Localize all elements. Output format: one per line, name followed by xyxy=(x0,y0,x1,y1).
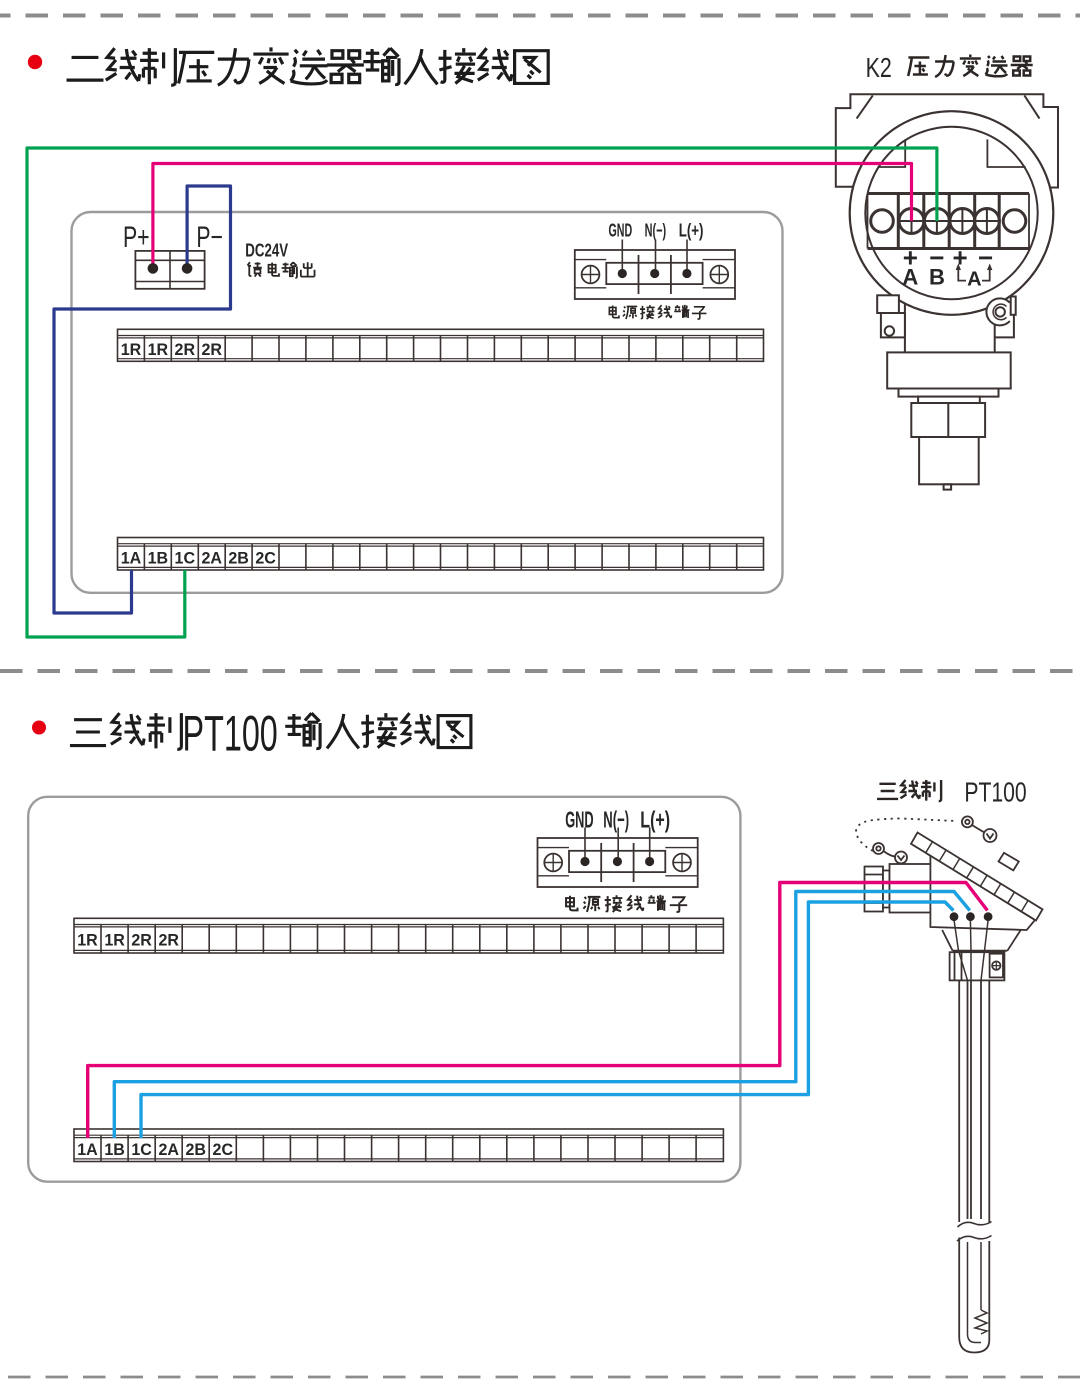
svg-text:+: + xyxy=(953,243,968,273)
svg-text:1C: 1C xyxy=(175,549,196,568)
svg-text:1R: 1R xyxy=(148,340,169,359)
svg-text:A: A xyxy=(967,269,981,291)
svg-text:1A: 1A xyxy=(77,1140,98,1159)
svg-text:2R: 2R xyxy=(201,340,222,359)
svg-text:2R: 2R xyxy=(131,931,152,950)
svg-text:1C: 1C xyxy=(131,1140,152,1159)
svg-text:2C: 2C xyxy=(213,1140,234,1159)
svg-text:+: + xyxy=(903,243,918,273)
svg-text:2B: 2B xyxy=(228,549,249,568)
svg-text:2C: 2C xyxy=(255,549,276,568)
svg-text:PT100: PT100 xyxy=(183,706,278,762)
svg-text:2R: 2R xyxy=(175,340,196,359)
svg-text:1A: 1A xyxy=(121,549,142,568)
svg-text:2A: 2A xyxy=(158,1140,179,1159)
svg-text:1R: 1R xyxy=(121,340,142,359)
svg-text:P−: P− xyxy=(196,221,223,254)
svg-text:DC24V: DC24V xyxy=(245,241,288,261)
svg-text:A: A xyxy=(902,265,918,290)
svg-text:L(+): L(+) xyxy=(679,221,704,241)
svg-text:GND: GND xyxy=(609,221,633,241)
svg-text:−: − xyxy=(978,243,993,273)
svg-text:N(−): N(−) xyxy=(645,221,667,241)
svg-text:B: B xyxy=(929,265,945,290)
svg-text:L(+): L(+) xyxy=(640,807,670,833)
svg-text:1B: 1B xyxy=(148,549,169,568)
svg-text:PT100: PT100 xyxy=(964,777,1026,808)
svg-text:2R: 2R xyxy=(158,931,179,950)
svg-text:1B: 1B xyxy=(104,1140,125,1159)
svg-text:2A: 2A xyxy=(201,549,222,568)
svg-text:GND: GND xyxy=(565,807,593,833)
svg-text:2B: 2B xyxy=(185,1140,206,1159)
svg-text:N(−): N(−) xyxy=(603,807,629,833)
svg-text:1R: 1R xyxy=(104,931,125,950)
svg-text:−: − xyxy=(929,243,944,273)
svg-text:P+: P+ xyxy=(123,221,150,254)
svg-text:K2: K2 xyxy=(866,52,892,83)
svg-text:1R: 1R xyxy=(77,931,98,950)
